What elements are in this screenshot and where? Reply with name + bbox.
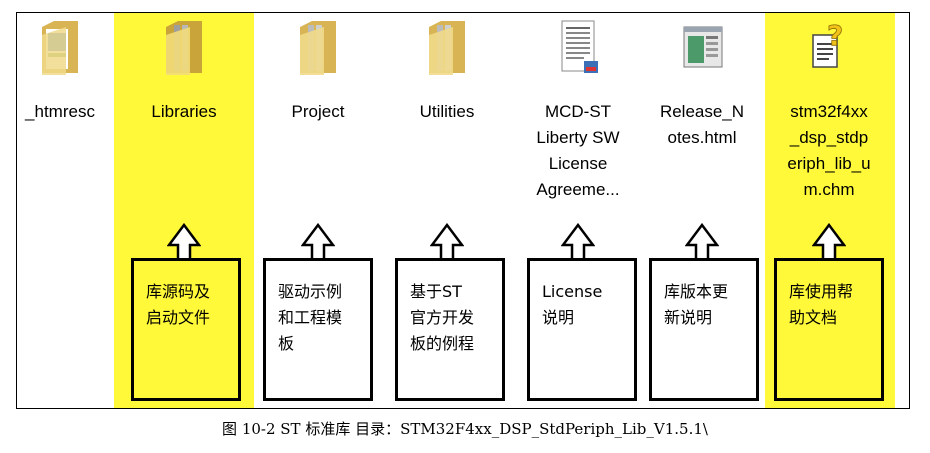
folder-icon — [166, 21, 202, 75]
file-name: stm32f4xx _dsp_stdp eriph_lib_u m.chm — [787, 102, 871, 199]
callout-chm: 库使用帮 助文档 — [774, 258, 884, 401]
callout-utilities: 基于ST 官方开发 板的例程 — [395, 258, 505, 401]
figure-caption: 图 10-2 ST 标准库 目录：STM32F4xx_DSP_StdPeriph… — [222, 420, 708, 438]
html-file-icon — [683, 26, 723, 68]
callout-libraries: 库源码及 启动文件 — [131, 258, 241, 401]
file-name: Release_N otes.html — [659, 102, 745, 147]
file-name: _htmresc — [25, 102, 95, 121]
callout-project: 驱动示例 和工程模 板 — [263, 258, 373, 401]
file-name: Libraries — [151, 102, 217, 121]
callout-release-notes: 库版本更 新说明 — [649, 258, 759, 401]
file-name: Utilities — [419, 102, 475, 121]
callout-text: 驱动示例 和工程模 板 — [278, 282, 343, 353]
callout-text: 库版本更 新说明 — [664, 282, 729, 327]
callout-text: License 说明 — [542, 282, 603, 327]
chm-help-icon: ? — [812, 19, 844, 68]
callout-text: 库源码及 启动文件 — [146, 282, 211, 327]
file-name: Project — [291, 102, 345, 121]
callout-text: 库使用帮 助文档 — [789, 282, 854, 327]
folder-icon — [300, 21, 336, 75]
explorer-view: _htmresc Libraries Project Utilities — [16, 12, 910, 409]
callout-license: License 说明 — [527, 258, 637, 401]
callout-text: 基于ST 官方开发 板的例程 — [410, 282, 475, 353]
folder-icon — [429, 21, 465, 75]
file-name: MCD-ST Liberty SW License Agreeme... — [536, 102, 620, 199]
document-icon — [561, 20, 598, 73]
svg-text:?: ? — [827, 19, 843, 52]
folder-icon — [42, 21, 78, 75]
